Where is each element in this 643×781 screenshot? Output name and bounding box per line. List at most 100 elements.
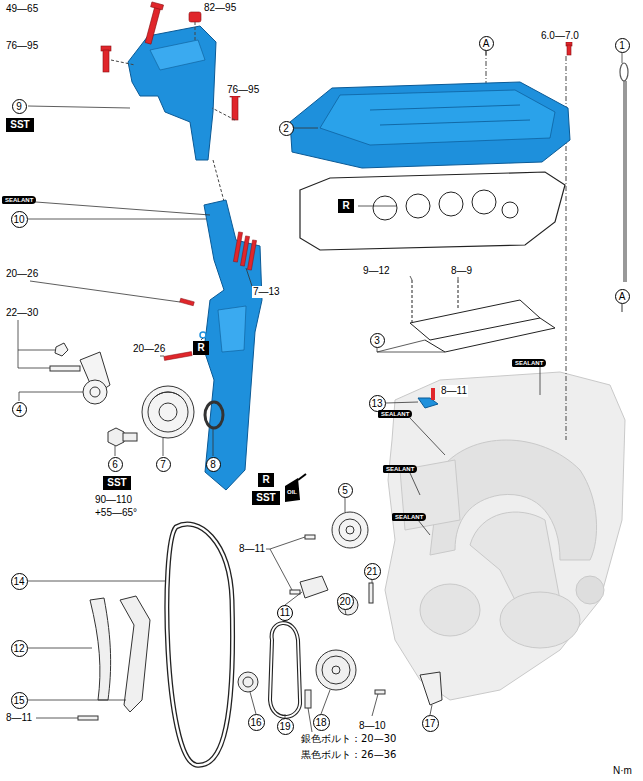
label-holder: 8—11 xyxy=(5,712,33,724)
node-text: 13 xyxy=(371,398,382,409)
torque-value: 8—11 xyxy=(239,543,265,554)
tool-mark-box: SST xyxy=(103,476,130,490)
torque-value: 8—11 xyxy=(6,712,32,723)
sealant-mark: SEALANT xyxy=(395,514,423,520)
callout-number: 17 xyxy=(422,715,439,732)
torque-value: 76—95 xyxy=(227,84,259,95)
label-holder: SEALANT xyxy=(378,410,412,418)
node-text: 3 xyxy=(374,335,380,346)
node-text: R xyxy=(262,474,269,485)
torque-value: 82—95 xyxy=(204,2,236,13)
tool-mark-box: R xyxy=(258,473,273,487)
torque-value: +55—65° xyxy=(95,507,137,518)
callout-number: 15 xyxy=(11,692,28,709)
sealant-mark: SEALANT xyxy=(381,411,409,417)
label-holder: 22—30 xyxy=(5,307,39,319)
callout-number: 3 xyxy=(370,333,385,348)
node-text: 11 xyxy=(280,607,290,618)
node-text: 4 xyxy=(16,404,22,415)
callout-number: 11 xyxy=(277,605,293,621)
node-text: 10 xyxy=(13,214,24,225)
label-holder: 銀色ボルト：20—30 xyxy=(300,733,397,745)
torque-value: 22—30 xyxy=(6,307,38,318)
node-text: 7 xyxy=(160,459,166,470)
callout-number: 2 xyxy=(279,121,294,136)
torque-value: 8—9 xyxy=(451,265,472,276)
node-text: 9 xyxy=(16,101,22,112)
label-holder: 20—26 xyxy=(5,268,39,280)
torque-value: 6.0—7.0 xyxy=(541,30,579,41)
label-holder: 76—95 xyxy=(5,40,39,52)
label-holder: +55—65° xyxy=(94,507,138,519)
torque-value: 76—95 xyxy=(6,40,38,51)
node-text: 1 xyxy=(619,40,625,51)
tool-mark-box: SST xyxy=(252,491,279,505)
callout-number: 20 xyxy=(337,593,354,610)
node-text: SST xyxy=(107,477,126,488)
label-holder: 9—12 xyxy=(362,265,391,277)
node-text: A xyxy=(619,291,626,302)
label-holder: 8—10 xyxy=(358,720,387,732)
callout-number: 9 xyxy=(12,99,27,114)
label-holder: 6.0—7.0 xyxy=(540,30,580,42)
sealant-mark: SEALANT xyxy=(515,360,543,366)
callout-number: 18 xyxy=(313,714,330,731)
label-holder: OIL xyxy=(285,488,299,496)
node-text: 15 xyxy=(13,695,24,706)
callout-number: A xyxy=(615,289,630,304)
sealant-mark: SEALANT xyxy=(386,466,414,472)
label-holder: 20—26 xyxy=(132,343,166,355)
torque-value: 7—13 xyxy=(253,286,280,297)
label-holder: 黒色ボルト：26—36 xyxy=(300,749,397,761)
callout-number: 5 xyxy=(338,483,353,498)
node-text: 5 xyxy=(342,485,348,496)
torque-value: 20—26 xyxy=(133,343,165,354)
callout-number: 21 xyxy=(364,563,381,580)
callout-number: 12 xyxy=(11,640,28,657)
tool-mark-box: R xyxy=(338,199,353,213)
label-holder: 7—13 xyxy=(252,286,281,298)
label-holder: 8—9 xyxy=(450,265,473,277)
node-text: 12 xyxy=(13,643,24,654)
node-text: 17 xyxy=(424,718,435,729)
torque-value: 90—110 xyxy=(95,494,132,505)
torque-value: N·m xyxy=(613,765,632,776)
tool-mark-box: R xyxy=(193,341,208,355)
node-text: 18 xyxy=(315,717,326,728)
node-text: 21 xyxy=(366,566,377,577)
label-holder: SEALANT xyxy=(392,513,426,521)
torque-value: 8—11 xyxy=(441,385,467,396)
torque-value: 銀色ボルト：20—30 xyxy=(301,733,396,744)
node-text: 19 xyxy=(279,721,290,732)
label-holder: N·m xyxy=(612,765,633,777)
label-holder: SEALANT xyxy=(2,196,36,204)
callout-number: 13 xyxy=(369,395,386,412)
label-holder: SEALANT xyxy=(383,465,417,473)
node-text: 8 xyxy=(210,459,216,470)
callout-number: 19 xyxy=(277,718,294,735)
callout-number: 6 xyxy=(108,457,123,472)
node-text: 16 xyxy=(250,717,261,728)
node-text: R xyxy=(342,200,349,211)
node-text: SST xyxy=(10,119,29,130)
torque-value: 8—10 xyxy=(359,720,386,731)
label-holder: 76—95 xyxy=(226,84,260,96)
callout-number: 7 xyxy=(156,457,171,472)
torque-value: 49—65 xyxy=(6,3,38,14)
oil-mark: OIL xyxy=(287,489,297,495)
torque-value: 9—12 xyxy=(363,265,390,276)
node-text: A xyxy=(483,38,490,49)
label-holder: 49—65 xyxy=(5,3,39,15)
label-holder: SEALANT xyxy=(512,359,546,367)
torque-value: 20—26 xyxy=(6,268,38,279)
callout-number: 4 xyxy=(12,402,27,417)
label-holder: 8—11 xyxy=(440,385,468,397)
node-text: 14 xyxy=(13,576,24,587)
callout-number: 14 xyxy=(11,573,28,590)
callout-number: 10 xyxy=(11,211,28,228)
callout-number: 16 xyxy=(248,714,265,731)
label-holder: 82—95 xyxy=(203,2,237,14)
torque-value: 黒色ボルト：26—36 xyxy=(301,749,396,760)
